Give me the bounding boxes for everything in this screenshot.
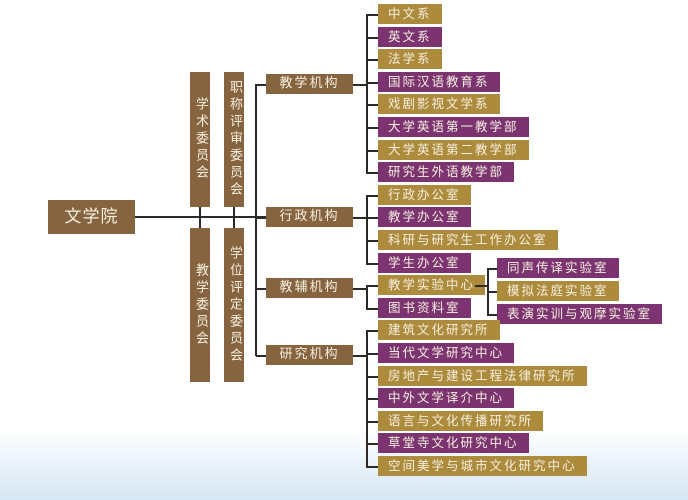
category-link <box>256 217 266 219</box>
unit-node: 教学办公室 <box>378 207 471 227</box>
lab-node: 表演实训与观摩实验室 <box>497 304 663 324</box>
unit-link <box>366 443 378 445</box>
unit-link <box>366 466 378 468</box>
category-2: 行政机构 <box>266 207 353 227</box>
unit-node: 国际汉语教育系 <box>378 72 500 92</box>
unit-node: 中外文学译介中心 <box>378 388 515 408</box>
group-bus <box>366 285 368 309</box>
category-link <box>256 84 266 86</box>
unit-node: 英文系 <box>378 27 442 47</box>
unit-node: 草堂寺文化研究中心 <box>378 433 529 453</box>
unit-link <box>366 376 378 378</box>
unit-link <box>366 217 378 219</box>
category-link <box>353 355 366 357</box>
unit-link <box>366 150 378 152</box>
unit-link <box>366 37 378 39</box>
unit-node: 教学实验中心 <box>378 275 486 295</box>
category-3: 教辅机构 <box>266 278 353 298</box>
root-connector <box>135 216 266 218</box>
committee-degree: 学位评定委员会 <box>224 228 244 382</box>
unit-node: 法学系 <box>378 49 442 69</box>
unit-link <box>366 14 378 16</box>
unit-node: 房地产与建设工程法律研究所 <box>378 366 587 386</box>
category-link <box>353 84 366 86</box>
unit-link <box>366 59 378 61</box>
unit-link <box>366 172 378 174</box>
category-4: 研究机构 <box>266 345 353 365</box>
unit-link <box>366 308 378 310</box>
committee-connector <box>233 207 235 228</box>
unit-link <box>366 421 378 423</box>
unit-node: 行政办公室 <box>378 185 471 205</box>
unit-node: 建筑文化研究所 <box>378 320 500 340</box>
group-bus <box>366 195 368 264</box>
unit-link <box>366 263 378 265</box>
committee-teaching: 教学委员会 <box>190 228 210 382</box>
group-bus <box>366 330 368 467</box>
unit-node: 语言与文化传播研究所 <box>378 411 544 431</box>
category-link <box>353 288 366 290</box>
unit-node: 当代文学研究中心 <box>378 343 515 363</box>
category-1: 教学机构 <box>266 74 353 94</box>
unit-node: 科研与研究生工作办公室 <box>378 230 558 250</box>
unit-node: 图书资料室 <box>378 298 471 318</box>
unit-link <box>366 195 378 197</box>
lab-node: 模拟法庭实验室 <box>497 281 619 301</box>
sub-link <box>487 268 497 270</box>
unit-node: 大学英语第二教学部 <box>378 140 529 160</box>
sub-link <box>475 285 487 287</box>
unit-node: 大学英语第一教学部 <box>378 117 529 137</box>
unit-link <box>366 240 378 242</box>
lab-node: 同声传译实验室 <box>497 258 619 278</box>
unit-node: 空间美学与城市文化研究中心 <box>378 456 587 476</box>
unit-link <box>366 398 378 400</box>
unit-link <box>366 353 378 355</box>
category-bus <box>255 84 257 356</box>
committee-academic: 学术委员会 <box>190 72 210 207</box>
unit-link <box>366 104 378 106</box>
sub-link <box>487 314 497 316</box>
committee-title-review: 职称评审委员会 <box>224 72 244 207</box>
group-bus <box>366 14 368 173</box>
unit-node: 中文系 <box>378 4 442 24</box>
sub-link <box>487 291 497 293</box>
root-node: 文学院 <box>48 200 135 234</box>
unit-link <box>366 330 378 332</box>
category-link <box>256 355 266 357</box>
committee-connector <box>199 207 201 228</box>
unit-node: 戏剧影视文学系 <box>378 94 500 114</box>
category-link <box>353 217 366 219</box>
category-link <box>256 288 266 290</box>
unit-link <box>366 82 378 84</box>
unit-node: 学生办公室 <box>378 253 471 273</box>
unit-link <box>366 127 378 129</box>
unit-link <box>366 285 378 287</box>
unit-node: 研究生外语教学部 <box>378 162 515 182</box>
